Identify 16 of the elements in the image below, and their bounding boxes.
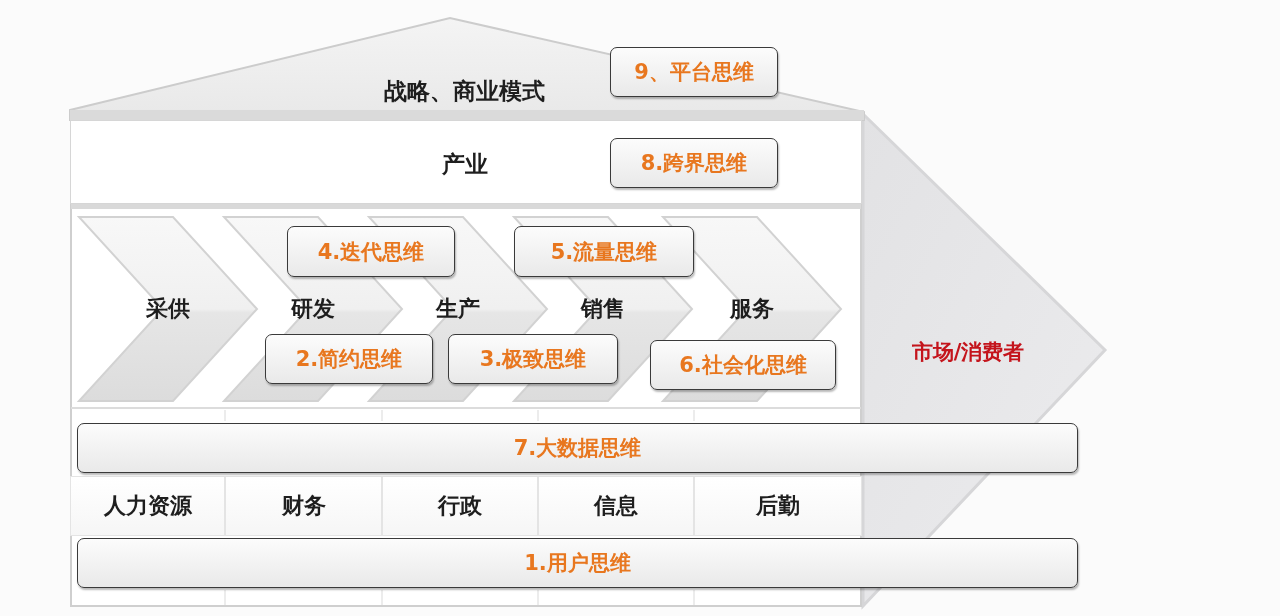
long-box: 1.用户思维	[77, 538, 1078, 588]
rounded-box: 9、平台思维	[610, 47, 778, 97]
table-cell: 信息	[538, 476, 694, 536]
process-step: 采供	[78, 216, 258, 402]
long-box: 7.大数据思维	[77, 423, 1078, 473]
table-cell: 行政	[382, 476, 538, 536]
rounded-box: 3.极致思维	[448, 334, 618, 384]
rounded-box: 8.跨界思维	[610, 138, 778, 188]
rounded-box: 4.迭代思维	[287, 226, 455, 277]
band-label: 产业	[442, 149, 488, 179]
band	[70, 120, 862, 204]
rounded-box: 6.社会化思维	[650, 340, 836, 390]
table-cell: 人力资源	[70, 476, 225, 536]
table-cell: 财务	[225, 476, 382, 536]
table-cell: 后勤	[694, 476, 862, 536]
rounded-box: 2.简约思维	[265, 334, 433, 384]
